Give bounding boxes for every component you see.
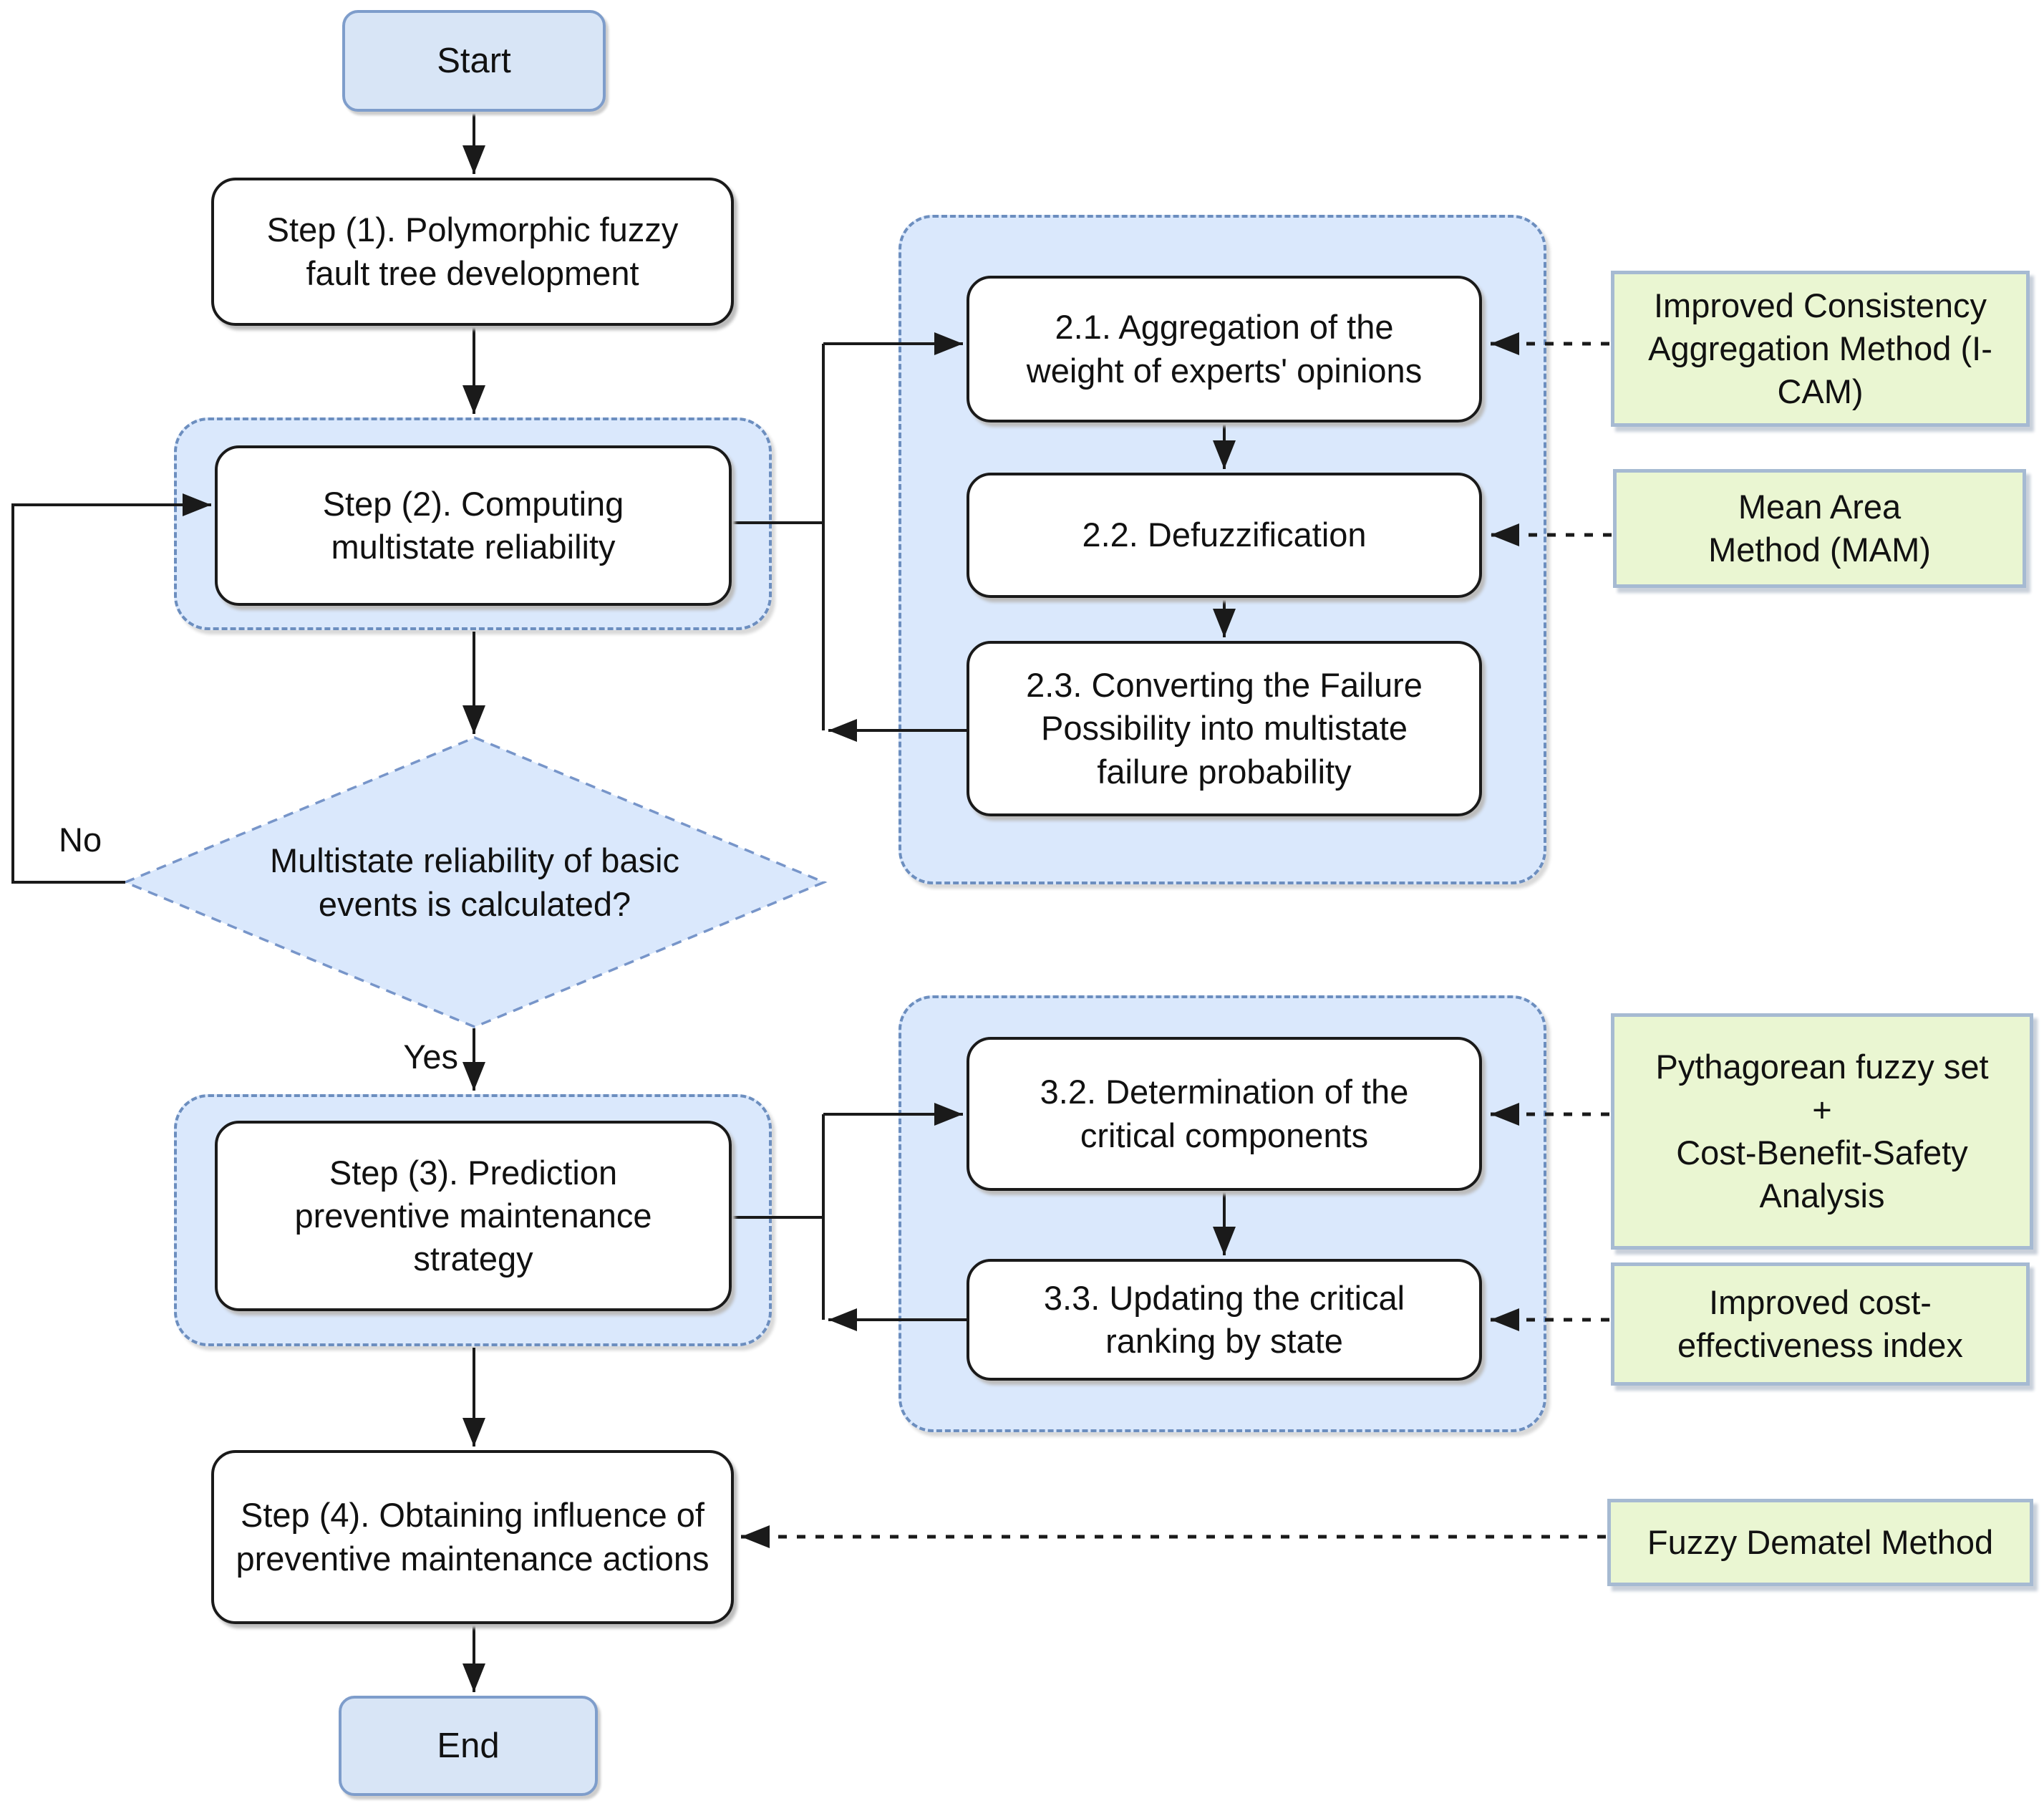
method-box-dematel: Fuzzy Dematel Method (1607, 1499, 2033, 1586)
method-box-pfs: Pythagorean fuzzy set + Cost-Benefit-Saf… (1611, 1013, 2033, 1250)
branch-label-no: No (59, 821, 102, 859)
decision-diamond-shape (122, 736, 828, 1028)
decision-node-text: Multistate reliability of basic events i… (269, 841, 680, 923)
substep-2-2-node: 2.2. Defuzzification (967, 473, 1482, 598)
method-box-mam: Mean Area Method (MAM) (1613, 469, 2026, 588)
step2-node: Step (2). Computing multistate reliabili… (215, 445, 732, 606)
branch-label-yes: Yes (403, 1038, 458, 1076)
step4-node: Step (4). Obtaining influence of prevent… (211, 1450, 734, 1624)
substep-3-2-node: 3.2. Determination of the critical compo… (967, 1037, 1482, 1191)
step3-node: Step (3). Prediction preventive maintena… (215, 1121, 732, 1311)
method-pfs-line3: Cost-Benefit-Safety Analysis (1676, 1134, 1968, 1215)
method-box-icam: Improved Consistency Aggregation Method … (1611, 271, 2030, 427)
step1-node: Step (1). Polymorphic fuzzy fault tree d… (211, 178, 734, 326)
start-node: Start (342, 10, 606, 112)
end-node: End (339, 1696, 598, 1796)
method-box-cei: Improved cost-effectiveness index (1611, 1262, 2030, 1386)
edge-no-loop (11, 493, 211, 884)
substep-3-3-node: 3.3. Updating the critical ranking by st… (967, 1259, 1482, 1381)
substep-2-1-node: 2.1. Aggregation of the weight of expert… (967, 276, 1482, 422)
substep-2-3-node: 2.3. Converting the Failure Possibility … (967, 641, 1482, 816)
method-pfs-line1: Pythagorean fuzzy set (1655, 1047, 1989, 1086)
method-pfs-line2: + (1812, 1090, 1832, 1129)
